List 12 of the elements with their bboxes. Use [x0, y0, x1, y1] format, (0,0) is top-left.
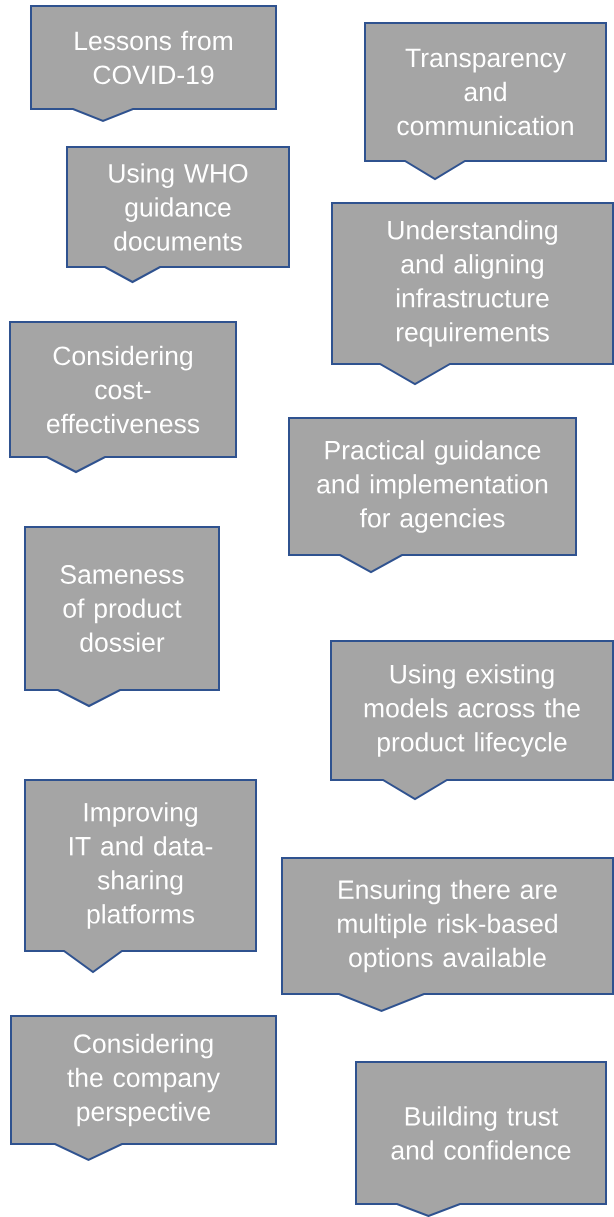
callout-box: Improving IT and data-sharing platforms — [24, 779, 257, 974]
callout-box: Practical guidance and implementation for agencies — [288, 417, 577, 574]
callout-box: Ensuring there are multiple risk-based options available — [281, 857, 614, 1013]
callout-box: Considering the company perspective — [10, 1015, 277, 1162]
callout-box: Using WHO guidance documents — [66, 146, 290, 284]
callout-box: Sameness of product dossier — [24, 526, 220, 708]
callout-box: Building trust and confidence — [355, 1061, 607, 1217]
callout-box: Transparency and communication — [364, 22, 607, 181]
callout-box: Using existing models across the product lifecycle — [330, 640, 614, 801]
callout-box: Understanding and aligning infrastructure requirements — [331, 202, 614, 386]
callout-box: Lessons from COVID-19 — [30, 5, 277, 123]
callout-box: Considering cost-effectiveness — [9, 321, 237, 474]
